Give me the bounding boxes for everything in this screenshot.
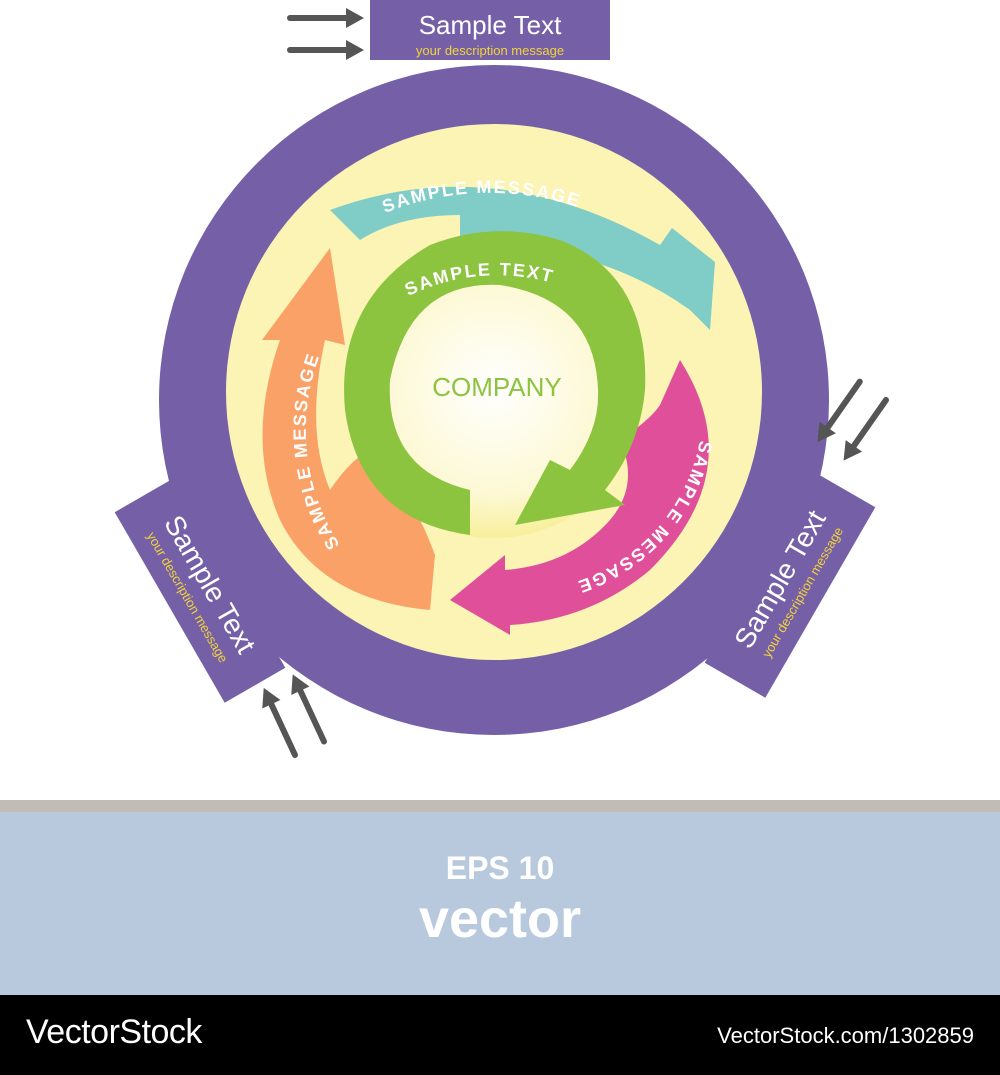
pink-arrow bbox=[450, 360, 709, 635]
teal-arrow bbox=[330, 186, 715, 330]
orange-arrow bbox=[262, 248, 435, 610]
right-tab-box bbox=[704, 472, 876, 698]
green-ring-arrow bbox=[344, 231, 646, 535]
double-arrow-icon bbox=[287, 8, 364, 60]
format-banner: EPS 10 vector bbox=[0, 812, 1000, 995]
vector-label: vector bbox=[418, 889, 582, 949]
cycle-diagram: Sample Text your description message Sam… bbox=[114, 0, 889, 758]
divider-band bbox=[0, 800, 1000, 812]
top-tab-description: your description message bbox=[416, 43, 564, 58]
left-tab-box bbox=[114, 477, 286, 703]
top-tab-box bbox=[370, 0, 610, 60]
eps-label: EPS 10 bbox=[445, 850, 555, 886]
footer-brand-logo: VectorStock bbox=[26, 1013, 202, 1051]
footer-bar: VectorStock VectorStock.com/1302859 bbox=[0, 995, 1000, 1075]
double-arrow-icon bbox=[817, 378, 889, 461]
top-tab: Sample Text your description message bbox=[370, 0, 610, 60]
top-tab-title: Sample Text bbox=[419, 10, 562, 40]
double-arrow-icon bbox=[262, 674, 328, 758]
center-company-label: COMPANY bbox=[432, 372, 562, 402]
footer-url: VectorStock.com/1302859 bbox=[717, 1023, 974, 1048]
